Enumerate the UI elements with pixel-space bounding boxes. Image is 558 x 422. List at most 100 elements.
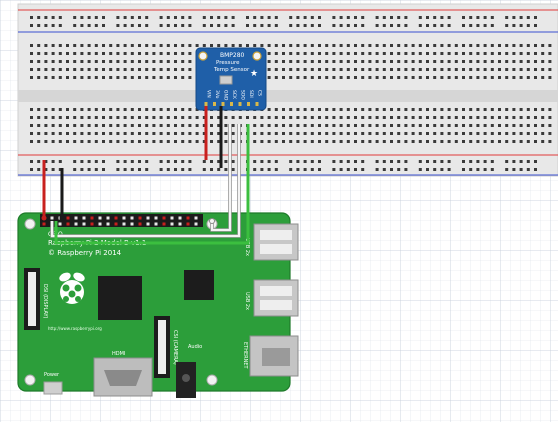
sensor-chip — [219, 75, 233, 85]
breadboard-hole — [94, 16, 98, 19]
breadboard-hole — [390, 44, 393, 47]
breadboard-hole — [490, 124, 494, 127]
breadboard-hole — [505, 16, 509, 19]
breadboard-hole — [30, 140, 33, 143]
breadboard-hole — [469, 124, 473, 127]
breadboard-hole — [368, 76, 372, 79]
breadboard-hole — [274, 24, 278, 27]
breadboard-hole — [116, 76, 120, 79]
breadboard-hole — [339, 24, 343, 27]
breadboard-hole — [282, 140, 285, 143]
breadboard-hole — [210, 140, 213, 143]
breadboard-hole — [325, 68, 329, 71]
breadboard-hole — [526, 160, 530, 163]
breadboard-hole — [483, 140, 487, 143]
breadboard-hole — [159, 24, 163, 27]
breadboard-hole — [483, 24, 487, 27]
breadboard-hole — [152, 124, 156, 127]
breadboard-hole — [483, 76, 487, 79]
breadboard-hole — [361, 160, 365, 163]
breadboard-hole — [296, 68, 300, 71]
breadboard-hole — [130, 44, 134, 47]
breadboard-hole — [37, 76, 41, 79]
breadboard-hole — [346, 24, 350, 27]
gpio-pin — [194, 216, 198, 220]
breadboard-hole — [318, 52, 321, 55]
breadboard-hole — [519, 132, 523, 135]
breadboard-hole — [44, 44, 48, 47]
breadboard-hole — [490, 108, 494, 111]
breadboard-hole — [526, 68, 530, 71]
breadboard-hole — [397, 124, 401, 127]
breadboard-hole — [66, 52, 69, 55]
breadboard-hole — [512, 160, 516, 163]
sensor-title: BMP280 — [220, 52, 245, 59]
breadboard-hole — [246, 116, 249, 119]
breadboard-hole — [30, 24, 33, 27]
breadboard-hole — [202, 24, 206, 27]
breadboard-hole — [332, 116, 336, 119]
breadboard-hole — [94, 108, 98, 111]
breadboard-hole — [166, 76, 170, 79]
breadboard-hole — [102, 52, 105, 55]
breadboard-hole — [195, 132, 199, 135]
breadboard-hole — [267, 132, 271, 135]
breadboard-hole — [375, 108, 379, 111]
usb-slot — [260, 300, 292, 310]
breadboard-hole — [138, 132, 141, 135]
breadboard-hole — [548, 108, 552, 111]
breadboard-hole — [87, 124, 91, 127]
breadboard-hole — [476, 60, 480, 63]
breadboard-hole — [541, 132, 545, 135]
breadboard-hole — [130, 124, 134, 127]
breadboard-hole — [382, 108, 386, 111]
breadboard-hole — [224, 116, 228, 119]
breadboard-hole — [102, 124, 105, 127]
breadboard-hole — [526, 132, 530, 135]
breadboard-hole — [483, 16, 487, 19]
breadboard-hole — [181, 76, 185, 79]
breadboard-hole — [382, 52, 386, 55]
breadboard-hole — [512, 24, 516, 27]
breadboard-hole — [332, 60, 336, 63]
breadboard-hole — [145, 132, 149, 135]
star-icon: ★ — [250, 69, 258, 79]
breadboard-hole — [58, 160, 62, 163]
breadboard-hole — [418, 68, 422, 71]
breadboard-hole — [51, 60, 55, 63]
breadboard-hole — [246, 16, 249, 19]
breadboard-hole — [289, 160, 293, 163]
breadboard-hole — [260, 168, 264, 171]
breadboard-hole — [310, 52, 314, 55]
breadboard-hole — [188, 160, 192, 163]
breadboard-hole — [418, 76, 422, 79]
breadboard-hole — [159, 60, 163, 63]
breadboard-hole — [188, 52, 192, 55]
breadboard-hole — [390, 132, 393, 135]
breadboard-hole — [138, 160, 141, 163]
breadboard-hole — [390, 60, 393, 63]
breadboard-hole — [217, 24, 221, 27]
breadboard-hole — [166, 108, 170, 111]
breadboard-hole — [462, 160, 465, 163]
breadboard-hole — [289, 52, 293, 55]
gpio-pin — [138, 216, 142, 220]
breadboard-hole — [454, 108, 458, 111]
breadboard-hole — [102, 76, 105, 79]
breadboard-hole — [404, 168, 408, 171]
breadboard-hole — [138, 108, 141, 111]
breadboard-hole — [296, 116, 300, 119]
breadboard-hole — [51, 24, 55, 27]
breadboard-hole — [519, 160, 523, 163]
breadboard-hole — [37, 24, 41, 27]
breadboard-hole — [282, 44, 285, 47]
sensor-pin — [204, 102, 208, 106]
breadboard-hole — [116, 168, 120, 171]
breadboard-hole — [188, 76, 192, 79]
breadboard-hole — [303, 24, 307, 27]
breadboard-hole — [433, 44, 437, 47]
breadboard-hole — [58, 124, 62, 127]
breadboard-hole — [80, 60, 84, 63]
breadboard-hole — [116, 44, 120, 47]
breadboard-hole — [418, 60, 422, 63]
